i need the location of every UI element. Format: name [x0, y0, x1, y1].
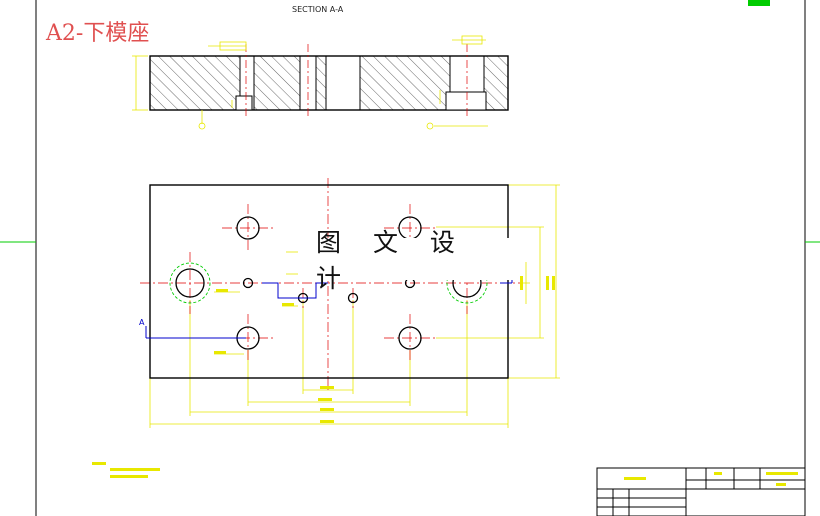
counterbore-rings [169, 262, 488, 304]
hole-pin-left [242, 277, 254, 289]
section-hatch-mid-left [254, 56, 300, 110]
section-hatch-left [150, 56, 240, 110]
section-hatch-far-right [484, 56, 508, 110]
plan-view: A A [139, 178, 560, 428]
hole-guide-left [175, 268, 205, 298]
section-view [132, 35, 509, 130]
drawing-title: A2-下模座 [45, 21, 149, 46]
hole-small-2 [347, 292, 359, 304]
section-label: SECTION A-A [292, 5, 344, 14]
section-marker-left: A [139, 318, 145, 327]
plan-centerlines [140, 178, 520, 390]
plate-outline [149, 184, 509, 379]
section-hatch-right [360, 56, 450, 110]
watermark-banner: 图 文 设 计 [316, 228, 520, 293]
title-block [596, 467, 806, 516]
plan-hidden-lines [145, 266, 513, 339]
hole-top-left [236, 216, 260, 240]
hole-bottom-right [398, 326, 422, 350]
corner-marker [748, 0, 770, 6]
dimension-label-marks [214, 276, 555, 423]
technical-notes [92, 462, 160, 478]
plan-dimensions [149, 184, 560, 428]
title-block-text-marks [624, 472, 798, 486]
section-hatch-mid [316, 56, 326, 110]
sheet-border [35, 0, 806, 516]
watermark-text: 图 文 设 计 [316, 228, 467, 293]
section-outline [149, 55, 509, 111]
